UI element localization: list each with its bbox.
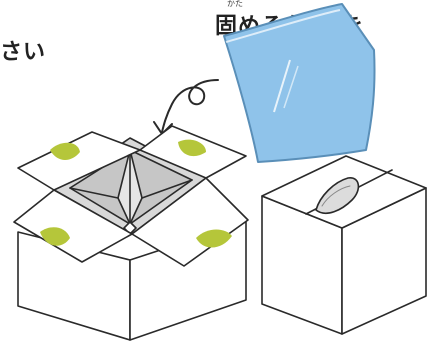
ruby-reading: かた <box>227 0 243 8</box>
curved-arrow-icon <box>153 79 219 135</box>
sealed-box-icon <box>261 155 427 335</box>
plastic-bag-icon <box>223 3 376 163</box>
open-box-icon <box>13 125 249 341</box>
instruction-line-2: さい <box>0 40 47 65</box>
